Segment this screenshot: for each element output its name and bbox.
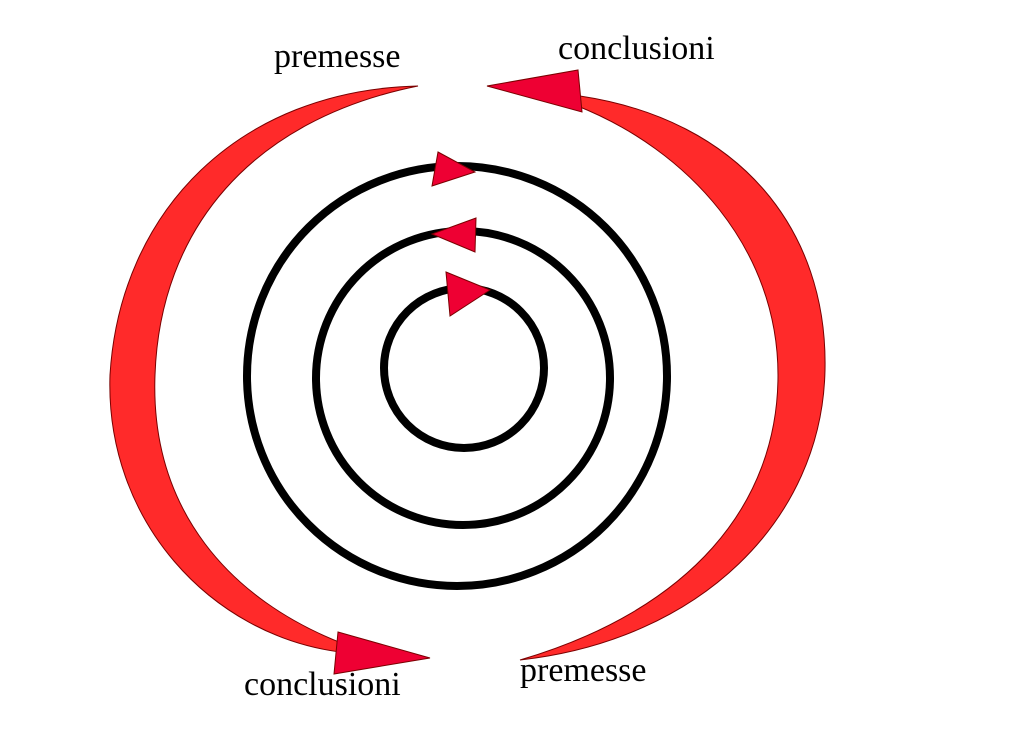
inner-circle-arrowhead [445,271,492,317]
label-bottom-right-premesse: premesse [520,652,647,689]
right-arrowhead [486,69,583,113]
outer-circle-arrowhead [431,151,477,187]
right-crescent-arrow [519,95,826,661]
middle-circle-arrowhead [430,217,477,253]
left-arrowhead [333,631,431,675]
label-bottom-left-conclusioni: conclusioni [244,666,401,703]
middle-circle [312,227,614,529]
label-top-left-premesse: premesse [274,38,401,75]
inner-circle [380,284,548,452]
label-top-right-conclusioni: conclusioni [558,30,715,67]
